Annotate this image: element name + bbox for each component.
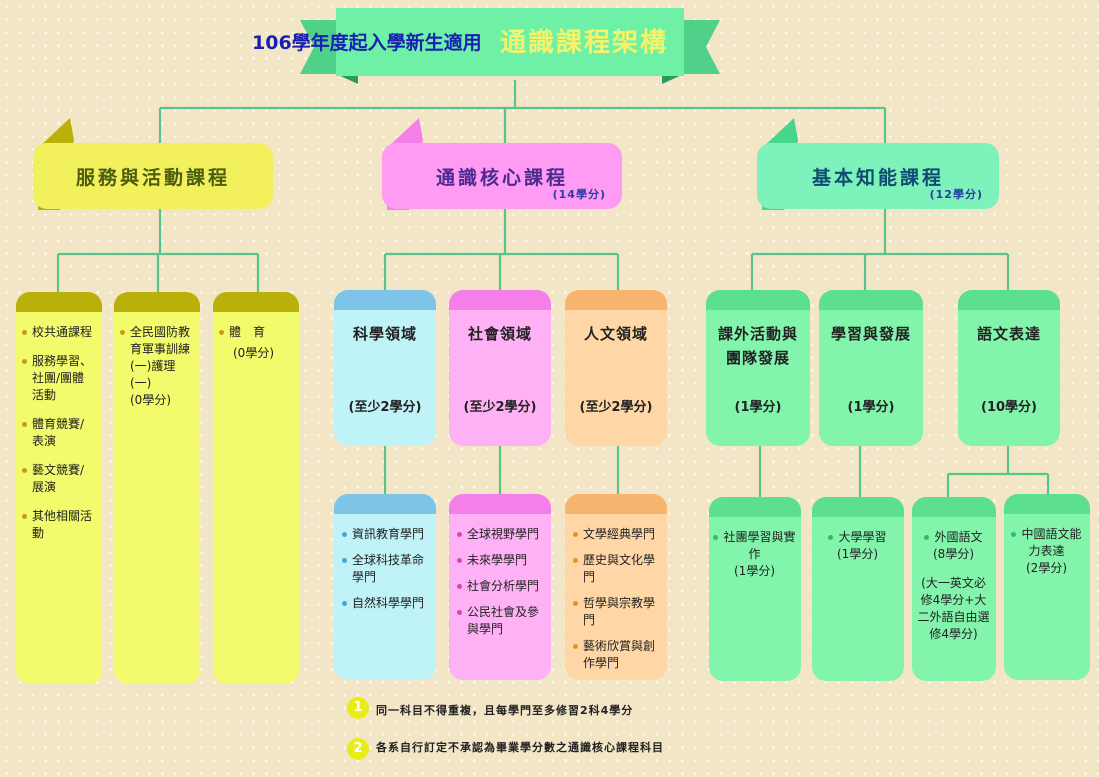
core-area-science-credits: (至少2學分) xyxy=(348,400,422,415)
basic-area-extracurricular-name: 課外活動與團隊發展 xyxy=(717,325,798,367)
note-1: 同一科目不得重複，且每學門至多修習2科4學分 xyxy=(376,704,634,717)
list-item: 文學經典學門 xyxy=(573,526,662,543)
basic-univ-name: 大學學習 xyxy=(838,530,887,544)
core-area-humanities-credits: (至少2學分) xyxy=(579,400,653,415)
title-prefix: 106學年度起入學新生適用 xyxy=(252,32,482,54)
basic-chinese-name: 中國語文能力表達 xyxy=(1021,527,1082,558)
basic-area-language: 語文表達 (10學分) xyxy=(958,290,1060,446)
service-defense-credits: (0學分) xyxy=(130,393,171,407)
list-item: 全球科技革命學門 xyxy=(342,552,431,586)
basic-club-credits: (1學分) xyxy=(734,564,775,578)
title-main: 通識課程架構 xyxy=(500,28,669,58)
basic-university-learning: 大學學習 (1學分) xyxy=(812,497,904,681)
basic-chinese-credits: (2學分) xyxy=(1026,561,1067,575)
core-science-subjects: 資訊教育學門 全球科技革命學門 自然科學學門 xyxy=(334,494,436,680)
title-banner xyxy=(300,8,720,84)
core-area-social-name: 社會領域 xyxy=(467,325,532,343)
note-number-1: 1 xyxy=(347,697,369,719)
core-area-social: 社會領域 (至少2學分) xyxy=(449,290,551,446)
basic-foreign-credits: (8學分) xyxy=(933,547,974,561)
category-service: 服務與活動課程 xyxy=(33,143,273,209)
list-item: 全民國防教育軍事訓練(一)護理(一) xyxy=(120,324,194,392)
list-item: 藝文競賽/展演 xyxy=(22,462,96,496)
service-column-defense: 全民國防教育軍事訓練(一)護理(一) (0學分) xyxy=(114,292,200,684)
service-column-pe: 體 育 (0學分) xyxy=(213,292,299,684)
list-item: 社會分析學門 xyxy=(457,578,546,595)
basic-chinese-language: 中國語文能力表達 (2學分) xyxy=(1004,494,1090,680)
core-area-science-name: 科學領域 xyxy=(352,325,417,343)
category-core: 通識核心課程 (14學分) xyxy=(382,143,622,209)
core-area-humanities-name: 人文領域 xyxy=(583,325,648,343)
core-area-social-credits: (至少2學分) xyxy=(463,400,537,415)
list-item: 全球視野學門 xyxy=(457,526,546,543)
list-item: 哲學與宗教學門 xyxy=(573,595,662,629)
core-area-science: 科學領域 (至少2學分) xyxy=(334,290,436,446)
basic-club-learning: 社團學習與實作 (1學分) xyxy=(709,497,801,681)
category-core-credits: (14學分) xyxy=(552,188,606,201)
basic-area-learning-name: 學習與發展 xyxy=(830,325,911,343)
list-item: 歷史與文化學門 xyxy=(573,552,662,586)
basic-area-extracurricular: 課外活動與團隊發展 (1學分) xyxy=(706,290,810,446)
core-area-humanities: 人文領域 (至少2學分) xyxy=(565,290,667,446)
note-2: 各系自行訂定不承認為畢業學分數之通識核心課程科目 xyxy=(376,741,664,754)
basic-univ-credits: (1學分) xyxy=(837,547,878,561)
basic-area-language-credits: (10學分) xyxy=(981,400,1037,415)
basic-area-language-name: 語文表達 xyxy=(976,325,1041,343)
list-item: 其他相關活動 xyxy=(22,508,96,542)
bullet-icon xyxy=(1011,532,1017,537)
category-basic-credits: (12學分) xyxy=(929,188,983,201)
list-item: 藝術欣賞與創作學門 xyxy=(573,638,662,672)
basic-area-extracurricular-credits: (1學分) xyxy=(734,400,782,415)
category-basic: 基本知能課程 (12學分) xyxy=(757,143,999,209)
basic-foreign-note: (大一英文必修4學分+大二外語自由選修4學分) xyxy=(917,576,990,641)
service-column-general: 校共通課程 服務學習、社團/團體活動 體育競賽/表演 藝文競賽/展演 其他相關活… xyxy=(16,292,102,684)
category-core-name: 通識核心課程 xyxy=(435,166,568,189)
list-item: 校共通課程 xyxy=(22,324,96,341)
list-item: 未來學學門 xyxy=(457,552,546,569)
core-humanities-subjects: 文學經典學門 歷史與文化學門 哲學與宗教學門 藝術欣賞與創作學門 xyxy=(565,494,667,680)
bullet-icon xyxy=(924,535,930,540)
basic-foreign-name: 外國語文 xyxy=(934,530,983,544)
list-item: 服務學習、社團/團體活動 xyxy=(22,353,96,404)
core-social-subjects: 全球視野學門 未來學學門 社會分析學門 公民社會及參與學門 xyxy=(449,494,551,680)
bullet-icon xyxy=(828,535,834,540)
category-service-name: 服務與活動課程 xyxy=(75,166,230,189)
basic-foreign-language: 外國語文 (8學分) (大一英文必修4學分+大二外語自由選修4學分) xyxy=(912,497,996,681)
list-item: 體 育 xyxy=(219,324,293,341)
category-basic-name: 基本知能課程 xyxy=(811,166,944,189)
bullet-icon xyxy=(713,535,719,540)
service-pe-credits: (0學分) xyxy=(233,346,274,360)
basic-area-learning: 學習與發展 (1學分) xyxy=(819,290,923,446)
basic-area-learning-credits: (1學分) xyxy=(847,400,895,415)
note-number-2: 2 xyxy=(347,738,369,760)
list-item: 體育競賽/表演 xyxy=(22,416,96,450)
list-item: 公民社會及參與學門 xyxy=(457,604,546,638)
list-item: 資訊教育學門 xyxy=(342,526,431,543)
basic-club-name: 社團學習與實作 xyxy=(723,530,796,561)
list-item: 自然科學學門 xyxy=(342,595,431,612)
